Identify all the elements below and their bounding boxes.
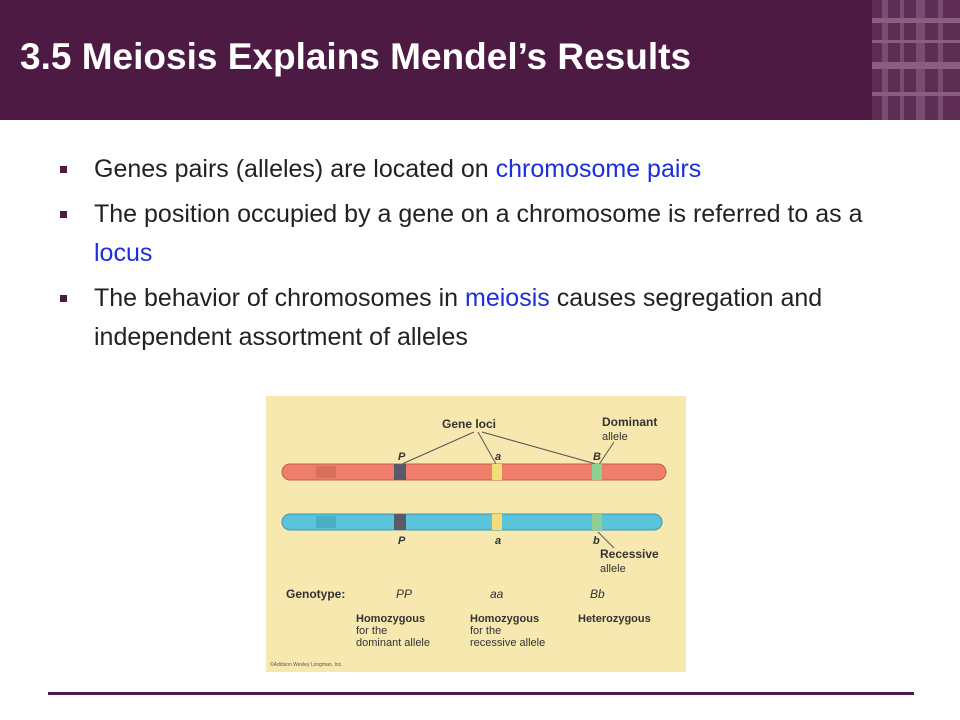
- top-allele-a: a: [495, 451, 501, 463]
- bullet-list: Genes pairs (alleles) are located on chr…: [60, 150, 910, 363]
- highlight-term: meiosis: [465, 284, 550, 312]
- genotype-bb: Bb: [590, 587, 605, 601]
- zygosity-title: Heterozygous: [578, 613, 651, 625]
- bullet-item: The position occupied by a gene on a chr…: [60, 195, 910, 273]
- zygosity-line: for the: [356, 625, 387, 637]
- footer-rule: [48, 692, 914, 695]
- figure-credit: ©Addison Wesley Longman, Inc.: [270, 661, 343, 668]
- genotype-pp: PP: [396, 587, 412, 601]
- locus-b-bottom: [592, 514, 602, 530]
- locus-p-top: [394, 464, 406, 480]
- bottom-allele-b: b: [593, 535, 600, 547]
- dominant-sub-label: allele: [602, 431, 628, 443]
- bottom-allele-a: a: [495, 535, 501, 547]
- highlight-term: locus: [94, 239, 153, 267]
- gene-loci-label: Gene loci: [442, 417, 496, 431]
- zygosity-line: for the: [470, 625, 501, 637]
- recessive-sub-label: allele: [600, 563, 626, 575]
- loci-pointer-p: [401, 431, 475, 465]
- loci-pointer-b: [481, 431, 597, 465]
- highlight-term: chromosome pairs: [495, 155, 702, 183]
- top-allele-b: B: [593, 451, 601, 463]
- chromosome-bottom: [281, 513, 663, 531]
- bullet-marker: [60, 295, 67, 302]
- bottom-allele-p: P: [398, 535, 406, 547]
- bullet-item: The behavior of chromosomes in meiosis c…: [60, 279, 910, 357]
- locus-b-top: [592, 464, 602, 480]
- bullet-item: Genes pairs (alleles) are located on chr…: [60, 150, 910, 189]
- bullet-marker: [60, 211, 67, 218]
- dominant-pointer: [597, 441, 615, 467]
- zygosity-line: recessive allele: [470, 637, 545, 649]
- gene-loci-figure: Gene loci Dominant allele P a B: [266, 396, 686, 672]
- top-allele-p: P: [398, 451, 406, 463]
- locus-a-bottom: [492, 514, 502, 530]
- chromosome-top: [281, 463, 667, 481]
- loci-pointer-a: [477, 431, 497, 465]
- zygosity-line: dominant allele: [356, 637, 430, 649]
- recessive-pointer: [597, 531, 615, 549]
- recessive-label: Recessive: [600, 547, 659, 561]
- locus-p-bottom: [394, 514, 406, 530]
- header-decoration: [872, 0, 960, 120]
- zygosity-title: Homozygous: [356, 613, 425, 625]
- genotype-aa: aa: [490, 587, 504, 601]
- title-bar: 3.5 Meiosis Explains Mendel’s Results: [0, 0, 960, 120]
- genotype-label: Genotype:: [286, 587, 345, 601]
- slide-title: 3.5 Meiosis Explains Mendel’s Results: [20, 36, 692, 77]
- chromosome-diagram: Gene loci Dominant allele P a B: [270, 415, 667, 668]
- dominant-label: Dominant: [602, 415, 657, 429]
- locus-a-top: [492, 464, 502, 480]
- bullet-marker: [60, 166, 67, 173]
- zygosity-title: Homozygous: [470, 613, 539, 625]
